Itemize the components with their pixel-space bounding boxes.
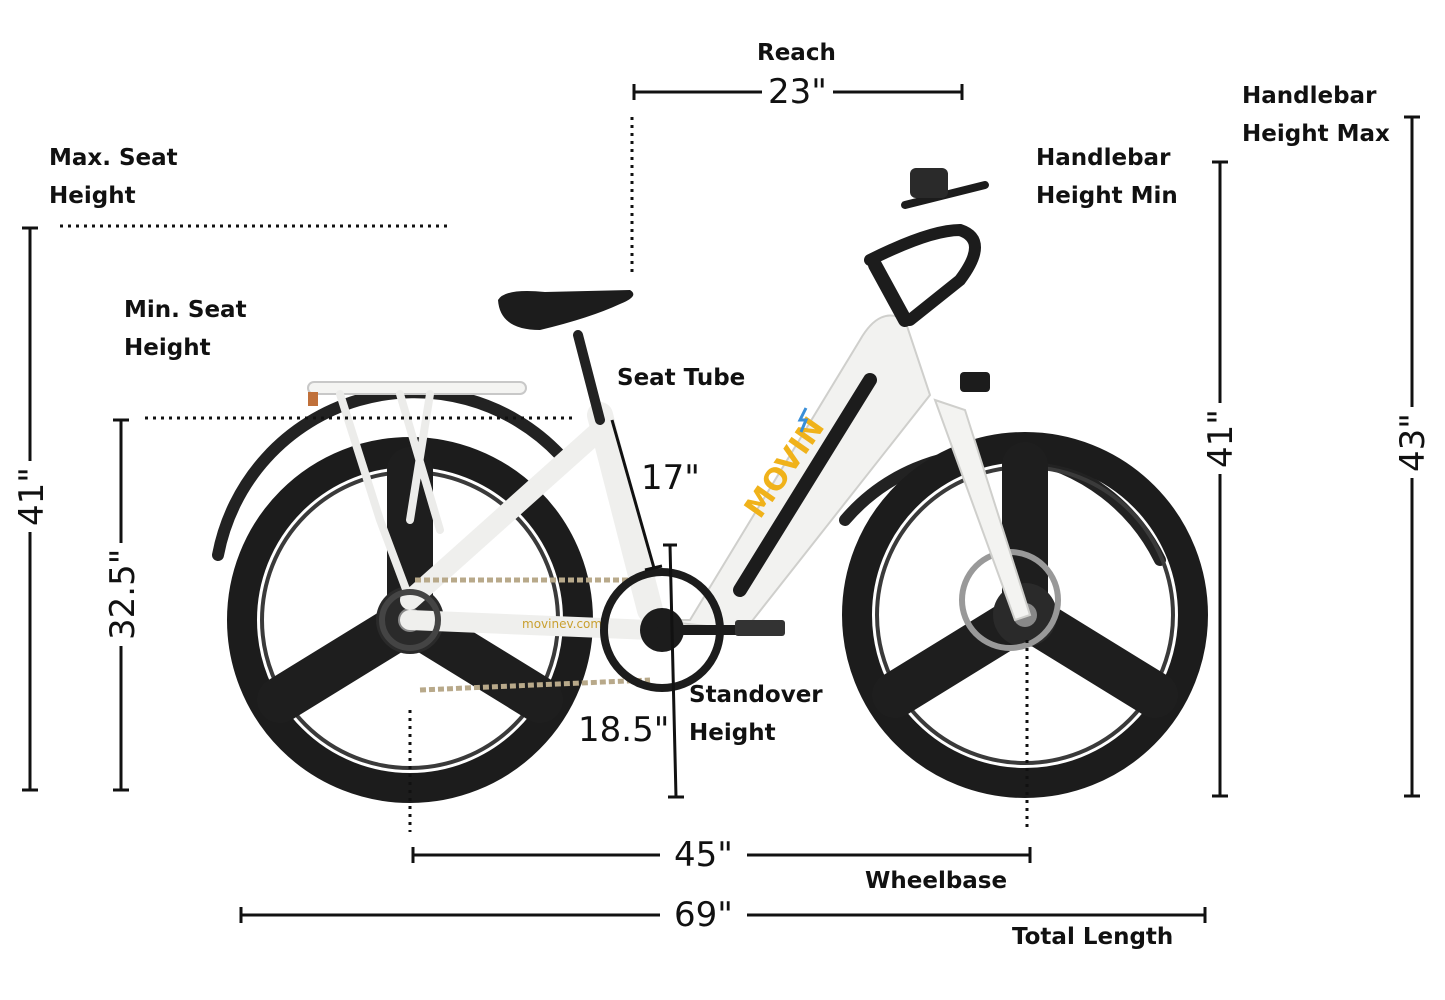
- seat-tube-label: Seat Tube: [617, 365, 746, 391]
- min-seat-height-label-line1: Min. Seat: [124, 297, 247, 323]
- seat-tube-line: [610, 419, 656, 569]
- wheelbase-label: Wheelbase: [865, 868, 1008, 894]
- headlight: [960, 372, 990, 392]
- handlebar-min-value: 41": [1201, 403, 1241, 474]
- rear-fender: [212, 386, 566, 561]
- website-label: movinev.com: [522, 617, 602, 631]
- reach-label: Reach: [757, 40, 836, 66]
- seat-post: [573, 330, 605, 425]
- bike: MOVIN movinev.com: [212, 168, 1208, 803]
- total-length-label: Total Length: [1012, 924, 1174, 950]
- handlebar-min-label-line2: Height Min: [1036, 183, 1178, 209]
- front-wheel: [842, 432, 1208, 798]
- rear-rack: [307, 381, 527, 604]
- stem: [868, 258, 912, 327]
- rear-cassette: [379, 589, 441, 651]
- handlebar-min-line: [1212, 160, 1228, 798]
- battery: [733, 373, 877, 597]
- handlebar: [864, 223, 981, 326]
- handlebar-max-label-line1: Handlebar: [1242, 83, 1377, 109]
- min-seat-height-label-line2: Height: [124, 335, 211, 361]
- saddle: [498, 290, 634, 330]
- standover-label-line1: Standover: [689, 682, 823, 708]
- max-seat-height-value: 41": [12, 461, 52, 532]
- min-seat-height-value: 32.5": [103, 542, 143, 646]
- standover-value: 18.5": [578, 710, 670, 750]
- max-seat-height-label-line2: Height: [49, 183, 136, 209]
- total-length-value: 69": [660, 895, 747, 935]
- handlebar-max-value: 43": [1393, 407, 1433, 478]
- display: [910, 168, 948, 198]
- standover-line: [663, 543, 684, 799]
- handlebar-max-label-line2: Height Max: [1242, 121, 1390, 147]
- wheelbase-value: 45": [660, 835, 747, 875]
- wheelbase-guides: [408, 640, 1029, 832]
- handlebar-min-label-line1: Handlebar: [1036, 145, 1171, 171]
- seat-stay: [400, 420, 610, 610]
- seat-tube-value: 17": [641, 458, 700, 498]
- chain-stay: [400, 610, 660, 640]
- max-seat-height-label-line1: Max. Seat: [49, 145, 178, 171]
- lightning-icon: [797, 407, 809, 433]
- reach-value: 23": [762, 72, 833, 112]
- standover-label-line2: Height: [689, 720, 776, 746]
- chain: [415, 577, 651, 693]
- front-fork: [933, 398, 1032, 622]
